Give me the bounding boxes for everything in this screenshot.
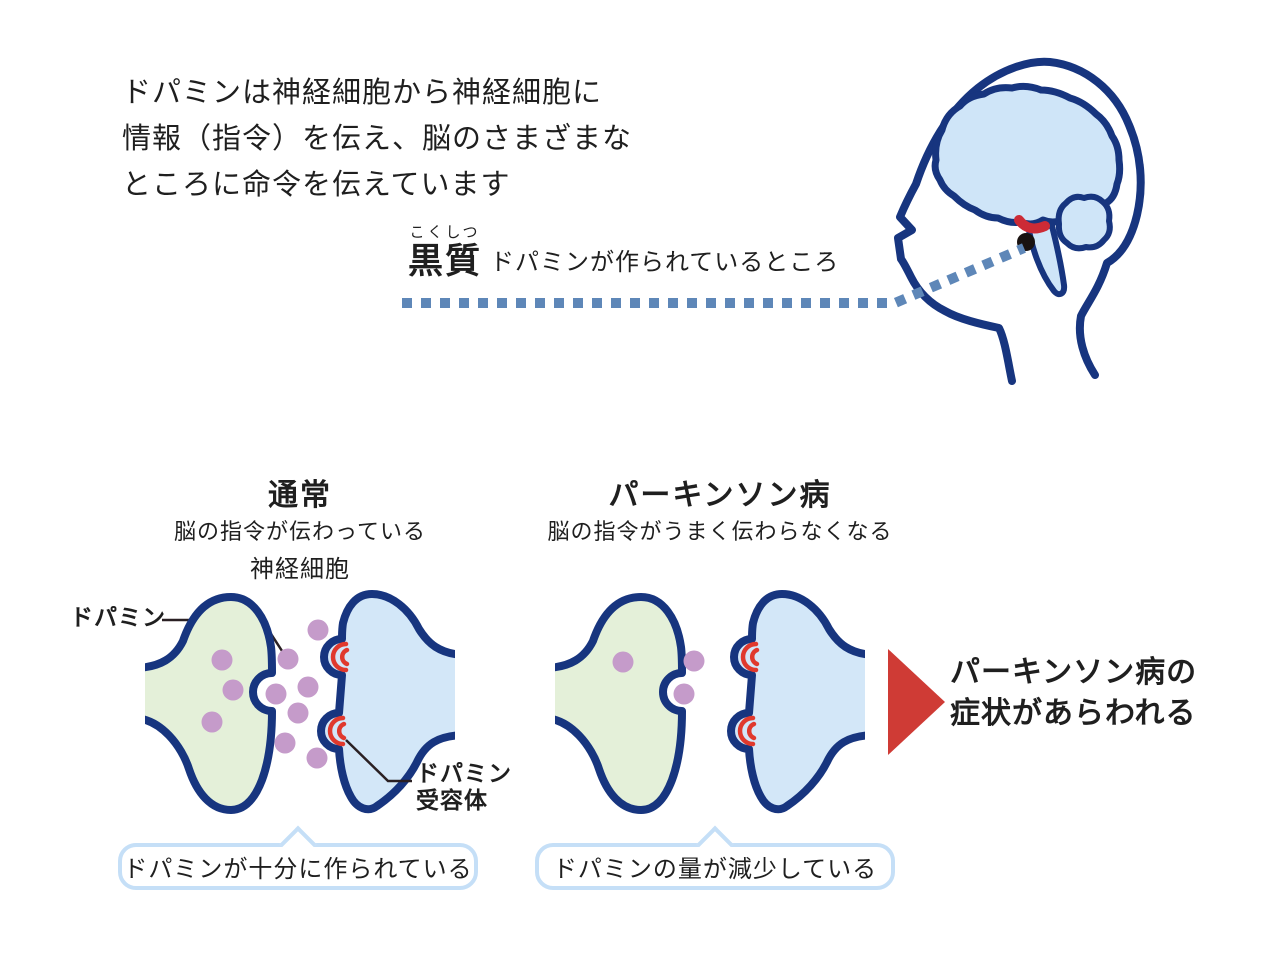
substantia-nigra-mark (1014, 215, 1050, 234)
receptor-arc (339, 647, 350, 667)
presynaptic-cell (145, 593, 276, 814)
nigra-term-wrap: こくしつ 黒質 (408, 224, 482, 282)
postsynaptic-cell (727, 590, 865, 814)
result-arrow-icon (888, 649, 945, 755)
dopamine-dot (683, 650, 705, 672)
dopamine-dot (612, 651, 634, 673)
receptor-arc (737, 715, 756, 747)
parkinsons-callout: ドパミンの量が減少している (535, 825, 895, 890)
receptor-arc (740, 641, 759, 673)
parkinsons-title: パーキンソン病 (608, 479, 832, 512)
intro-line: 情報（指令）を伝え、脳のさまざまな (122, 123, 633, 155)
receptor-arc (746, 721, 757, 741)
cerebellum-shape (1055, 193, 1113, 252)
dopamine-dot (274, 732, 296, 754)
brainstem-shape (1025, 221, 1068, 298)
postsynaptic-cell (317, 590, 455, 814)
presynaptic-cell (555, 593, 686, 814)
dopamine-dot (287, 702, 309, 724)
intro-paragraph: ドパミンは神経細胞から神経細胞に 情報（指令）を伝え、脳のさまざまな ところに命… (122, 70, 632, 208)
synapse-parkinsons-figure (555, 590, 865, 814)
receptor-label-line: 受容体 (416, 787, 488, 813)
nigra-description: ドパミンが作られているところ (490, 249, 840, 276)
nigra-furigana: こくしつ (409, 224, 481, 241)
dopamine-dot (201, 711, 223, 733)
synapse-normal-figure (145, 590, 455, 814)
brain-shape (931, 82, 1124, 228)
normal-callout: ドパミンが十分に作られている (118, 825, 478, 890)
dopamine-dot (222, 679, 244, 701)
dopamine-dot (211, 649, 233, 671)
normal-title: 通常 (268, 479, 332, 512)
intro-line: ところに命令を伝えています (122, 169, 511, 201)
nigra-term: 黒質 (408, 242, 483, 281)
dopamine-dot (307, 619, 329, 641)
dopamine-dot (673, 683, 695, 705)
dopamine-dot (297, 676, 319, 698)
normal-subtitle: 脳の指令が伝わっている (174, 519, 426, 544)
intro-line: ドパミンは神経細胞から神経細胞に (122, 77, 603, 109)
receptor-label-line: ドパミン (416, 760, 512, 786)
substantia-nigra-label: こくしつ 黒質 ドパミンが作られているところ (408, 224, 839, 282)
dopamine-label: ドパミン (70, 604, 166, 630)
neuron-label: 神経細胞 (250, 556, 350, 583)
result-text-line: 症状があらわれる (950, 697, 1197, 730)
dashed-pointer-line (402, 243, 1026, 308)
dopamine-dot (306, 747, 328, 769)
dopamine-dot (277, 648, 299, 670)
receptor-arc (327, 715, 346, 747)
result-text-line: パーキンソン病の (950, 656, 1198, 689)
receptor-arc (330, 641, 349, 673)
receptor-pointer-line (345, 739, 412, 783)
receptor-arc (749, 647, 760, 667)
receptor-label: ドパミン 受容体 (416, 760, 512, 814)
receptor-arc (336, 721, 347, 741)
head-illustration (894, 57, 1145, 385)
result-text: パーキンソン病の 症状があらわれる (950, 652, 1197, 734)
parkinsons-subtitle: 脳の指令がうまく伝わらなくなる (547, 519, 893, 544)
dopamine-dot (265, 683, 287, 705)
